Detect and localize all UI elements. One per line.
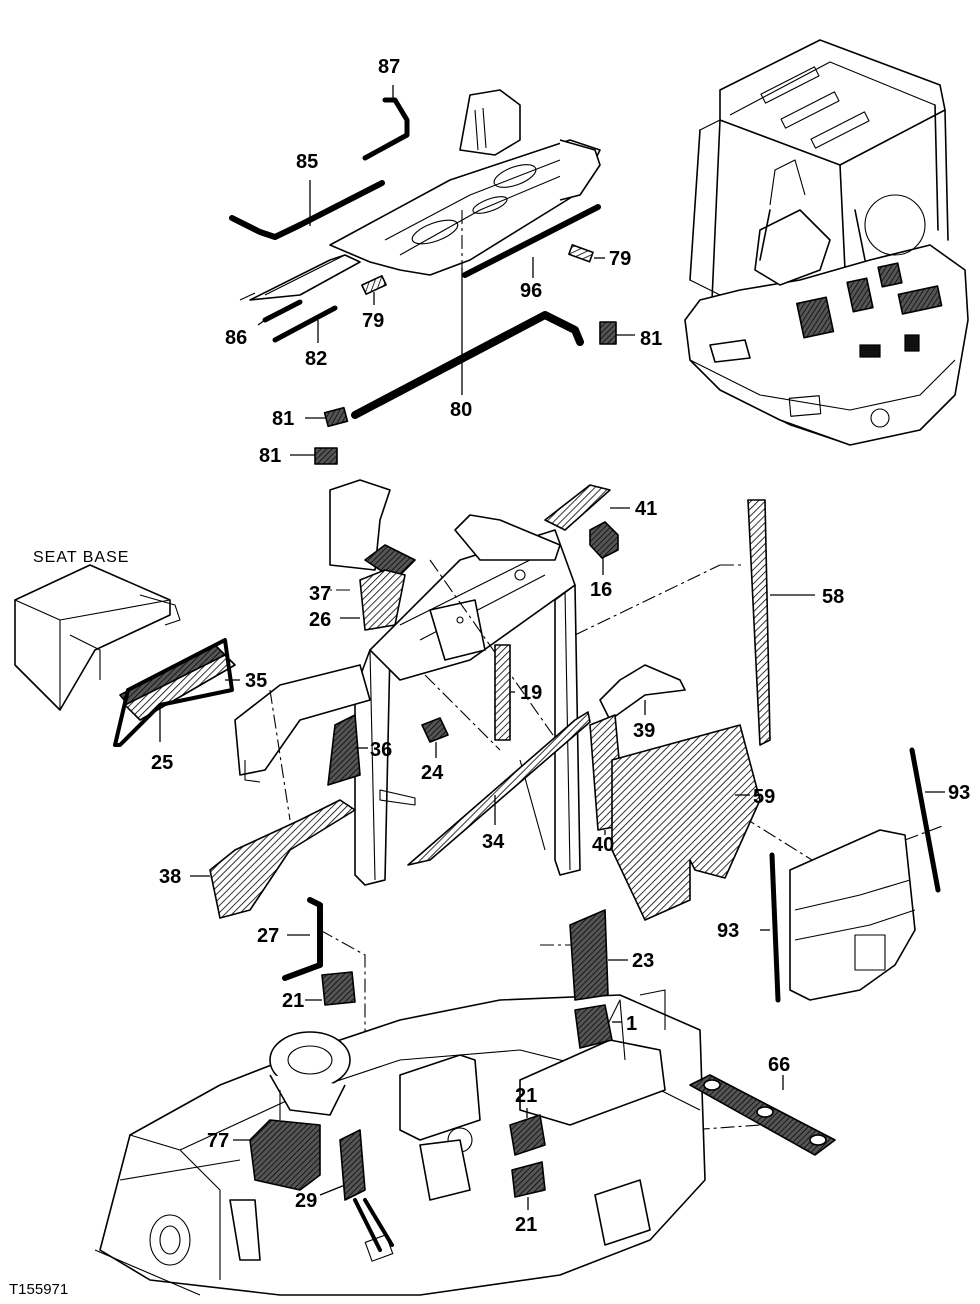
- callout-29: 29: [295, 1190, 317, 1212]
- callout-81: 81: [640, 328, 662, 350]
- callout-93: 93: [717, 920, 739, 942]
- part-58-strip: [747, 499, 815, 746]
- callout-1: 1: [626, 1013, 637, 1035]
- part-21-block-lower: [511, 1161, 546, 1210]
- rear-cover: [789, 829, 916, 1001]
- callout-21: 21: [515, 1085, 537, 1107]
- part-96-seal: [462, 204, 601, 278]
- callout-21: 21: [515, 1214, 537, 1236]
- callout-87: 87: [378, 56, 400, 78]
- callout-38: 38: [159, 866, 181, 888]
- base-frame: [94, 989, 706, 1296]
- callout-23: 23: [632, 950, 654, 972]
- seat-base-label: SEAT BASE: [33, 549, 129, 566]
- excavator-cab-view: [684, 39, 969, 446]
- callout-80: 80: [450, 399, 472, 421]
- part-36-pad: [327, 714, 368, 786]
- callout-34: 34: [482, 831, 505, 853]
- callout-25: 25: [151, 752, 173, 774]
- part-41-pad: [544, 484, 630, 531]
- callout-59: 59: [753, 786, 775, 808]
- callout-37: 37: [309, 583, 331, 605]
- callout-24: 24: [421, 762, 444, 784]
- part-85-seal: [229, 180, 385, 240]
- part-93-strip-right: [909, 747, 945, 893]
- callout-58: 58: [822, 586, 844, 608]
- callout-81: 81: [259, 445, 281, 467]
- part-29-hose: [319, 1129, 394, 1262]
- part-77-swivel: [233, 1031, 351, 1191]
- callout-27: 27: [257, 925, 279, 947]
- callout-41: 41: [635, 498, 657, 520]
- part-26-pad: [340, 569, 406, 631]
- callout-36: 36: [370, 739, 392, 761]
- part-38-pad: [190, 799, 356, 919]
- main-frame: [234, 479, 581, 886]
- part-25-frame: [113, 638, 234, 747]
- part-93-strip-left: [760, 852, 781, 1003]
- part-87-seal: [362, 85, 410, 161]
- callout-81: 81: [272, 408, 294, 430]
- drawing-id: T155971: [9, 1281, 68, 1298]
- callout-35: 35: [245, 670, 267, 692]
- callout-26: 26: [309, 609, 331, 631]
- part-82-strip: [272, 305, 338, 343]
- callout-19: 19: [520, 682, 542, 704]
- part-19-strip: [494, 644, 515, 741]
- part-81-block-b: [305, 406, 349, 428]
- part-39-pad: [599, 664, 686, 721]
- part-86-strip: [257, 299, 303, 326]
- part-34-pad: [407, 711, 591, 866]
- part-79-pad-left: [361, 275, 387, 305]
- part-23-pad: [569, 909, 628, 1001]
- console-assembly: [239, 89, 601, 301]
- callout-93: 93: [948, 782, 970, 804]
- part-81-block-a: [599, 321, 635, 345]
- part-21-block-middle: [509, 1108, 546, 1156]
- callout-82: 82: [305, 348, 327, 370]
- callout-85: 85: [296, 151, 318, 173]
- part-80-seal-bar: [351, 268, 584, 419]
- part-59-panel: [611, 724, 761, 921]
- callout-79: 79: [609, 248, 631, 270]
- part-27-seal: [282, 897, 323, 981]
- part-24-pad: [421, 717, 449, 758]
- callout-21: 21: [282, 990, 304, 1012]
- callout-66: 66: [768, 1054, 790, 1076]
- part-16-block: [589, 521, 619, 575]
- part-79-pad-right: [568, 244, 605, 263]
- callout-40: 40: [592, 834, 614, 856]
- part-1-block: [574, 1004, 622, 1049]
- callout-96: 96: [520, 280, 542, 302]
- part-81-block-c: [290, 447, 338, 465]
- callout-77: 77: [207, 1130, 229, 1152]
- callout-86: 86: [225, 327, 247, 349]
- part-21-block-upper: [305, 971, 356, 1006]
- callout-16: 16: [590, 579, 612, 601]
- seat-base-assembly: [14, 564, 181, 711]
- part-66-plate: [689, 1074, 836, 1156]
- part-35-pad: [119, 644, 240, 721]
- callout-79: 79: [362, 310, 384, 332]
- callout-39: 39: [633, 720, 655, 742]
